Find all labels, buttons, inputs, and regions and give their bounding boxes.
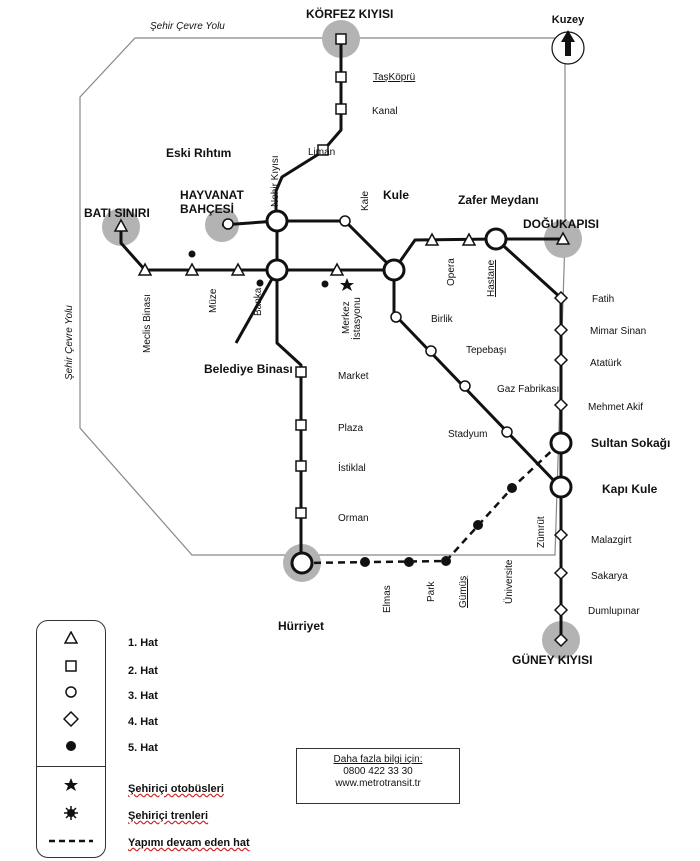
info-website: www.metrotransit.tr bbox=[335, 778, 421, 789]
station-merkez-label-2: İstasyonu bbox=[350, 297, 363, 340]
hub-kapi-kule-label: Kapı Kule bbox=[602, 482, 658, 496]
line-5-stations bbox=[360, 483, 517, 567]
terminal-south-label: GÜNEY KIYISI bbox=[512, 652, 592, 667]
station-orman-label: Orman bbox=[338, 513, 369, 524]
station-malazgirt-label: Malazgirt bbox=[591, 535, 632, 546]
legend-box bbox=[36, 620, 106, 858]
star-icon bbox=[37, 777, 105, 798]
hub-belediye-label: Belediye Binası bbox=[204, 362, 293, 376]
hub-kule-label: Kule bbox=[383, 188, 409, 202]
station-fatih-label: Fatih bbox=[592, 294, 614, 305]
legend-line4-label: 4. Hat bbox=[128, 716, 158, 728]
station-universite-label: Üniversite bbox=[503, 559, 515, 604]
station-stadyum-label: Stadyum bbox=[448, 429, 487, 440]
dashed-line-icon bbox=[37, 833, 105, 851]
ring-road-label-left: Şehir Çevre Yolu bbox=[64, 305, 75, 380]
circle-icon bbox=[37, 685, 105, 704]
station-taskopru-label: TaşKöprü bbox=[373, 72, 415, 83]
station-liman-label: Liman bbox=[308, 147, 335, 158]
burst-icon bbox=[37, 805, 105, 826]
hub-eski-rihtim-label: Eski Rıhtım bbox=[166, 146, 231, 160]
hub-stations bbox=[265, 209, 573, 575]
station-market-label: Market bbox=[338, 371, 369, 382]
hub-hurriyet-label: Hürriyet bbox=[278, 619, 324, 633]
hub-sultan-label: Sultan Sokağı bbox=[591, 436, 670, 450]
station-elmas-label: Elmas bbox=[382, 585, 393, 613]
info-box: Daha fazla bilgi için: 0800 422 33 30 ww… bbox=[296, 748, 460, 804]
compass: Kuzey bbox=[548, 14, 588, 74]
compass-label: Kuzey bbox=[551, 14, 585, 26]
diamond-icon bbox=[37, 710, 105, 732]
line-4-stations bbox=[553, 290, 569, 648]
station-gumus-label: Gümüş bbox=[458, 576, 469, 608]
legend-line1-label: 1. Hat bbox=[128, 637, 158, 649]
station-mehmet-label: Mehmet Akif bbox=[588, 402, 643, 413]
filled-circle-icon bbox=[37, 739, 105, 758]
triangle-icon bbox=[37, 630, 105, 650]
north-arrow-icon bbox=[551, 30, 585, 65]
info-phone: 0800 422 33 30 bbox=[343, 766, 413, 777]
bus-star-icon bbox=[340, 278, 354, 291]
station-merkez-label-1: Merkez bbox=[341, 301, 352, 334]
hub-hayvanat-label-1: HAYVANAT bbox=[180, 188, 244, 202]
station-dumlupinar-label: Dumlupınar bbox=[588, 606, 640, 617]
station-banka-label: Banka bbox=[253, 287, 264, 316]
legend-line3-label: 3. Hat bbox=[128, 690, 158, 702]
station-gaz-label: Gaz Fabrikası bbox=[497, 384, 559, 395]
line-5-construction bbox=[301, 442, 561, 565]
terminal-north-label: KÖRFEZ KIYISI bbox=[306, 6, 393, 21]
station-plaza-label: Plaza bbox=[338, 423, 363, 434]
square-icon bbox=[37, 659, 105, 678]
station-tepebasi-label: Tepebaşı bbox=[466, 345, 507, 356]
terminal-west-label: BATI SINIRI bbox=[84, 206, 150, 220]
legend-construction-label: Yapımı devam eden hat bbox=[128, 837, 250, 849]
hub-zafer-label: Zafer Meydanı bbox=[458, 193, 539, 207]
line-2-stations bbox=[295, 33, 347, 519]
line-1-stations bbox=[113, 218, 571, 276]
station-istiklal-label: İstiklal bbox=[338, 461, 366, 474]
station-kanal-label: Kanal bbox=[372, 106, 398, 117]
station-meclis-label: Meclis Binası bbox=[142, 294, 153, 353]
station-park-label: Park bbox=[426, 580, 437, 602]
legend-line2-label: 2. Hat bbox=[128, 665, 158, 677]
station-muze-label: Müze bbox=[208, 288, 219, 313]
legend-buses-label: Şehiriçi otobüsleri bbox=[128, 783, 224, 795]
station-birlik-label: Birlik bbox=[431, 314, 454, 325]
station-zumrut-label: Zümrüt bbox=[536, 516, 547, 548]
terminal-east-label: DOĞUKAPISI bbox=[523, 216, 599, 231]
station-kale-label: Kale bbox=[360, 191, 371, 211]
station-ataturk-label: Atatürk bbox=[590, 358, 623, 369]
station-hastane-label: Hastane bbox=[486, 259, 497, 297]
legend-divider bbox=[37, 766, 105, 767]
legend-trains-label: Şehiriçi trenleri bbox=[128, 810, 209, 822]
ring-road-label-top: Şehir Çevre Yolu bbox=[150, 21, 225, 32]
station-mimar-label: Mimar Sinan bbox=[590, 326, 646, 337]
station-sakarya-label: Sakarya bbox=[591, 571, 628, 582]
station-nehir-label: Nehir Kıyısı bbox=[270, 155, 281, 207]
station-opera-label: Opera bbox=[446, 258, 457, 286]
info-heading: Daha fazla bilgi için: bbox=[333, 754, 423, 765]
hub-hayvanat-label-2: BAHÇESİ bbox=[180, 201, 234, 216]
train-symbol bbox=[188, 250, 329, 288]
legend-line5-label: 5. Hat bbox=[128, 742, 158, 754]
line-3-stations bbox=[222, 215, 513, 438]
